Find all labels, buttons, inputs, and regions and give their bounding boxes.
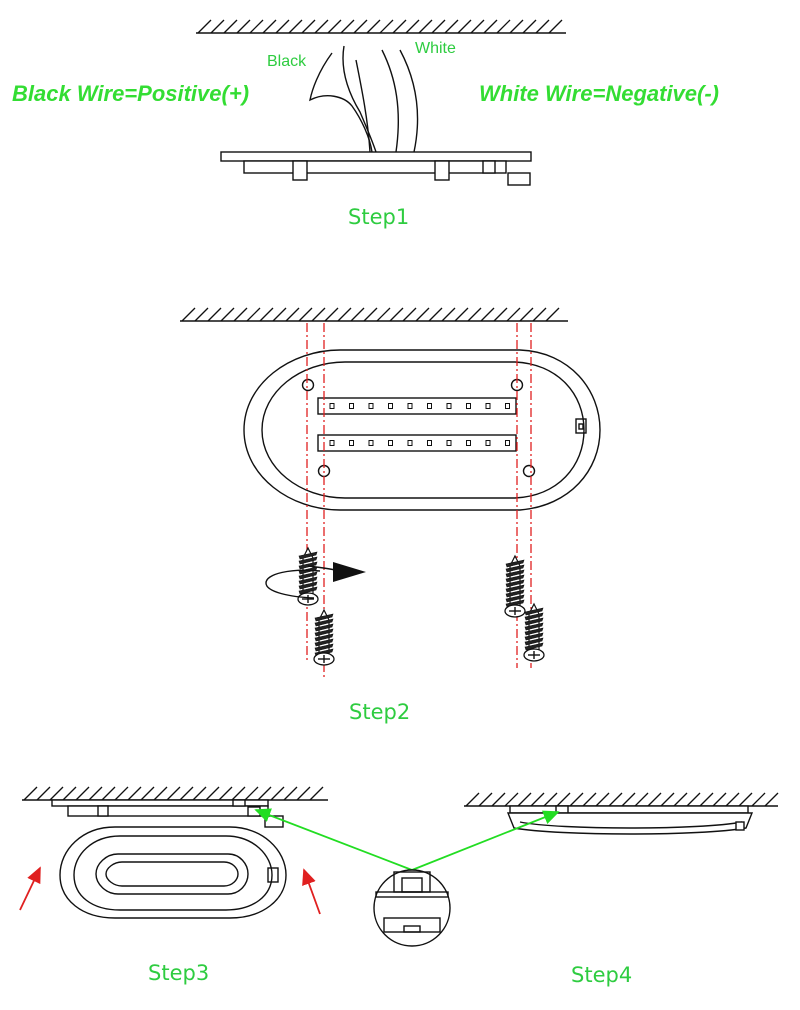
step3-caption: Step3 xyxy=(148,961,209,985)
lift-arrow-left-icon xyxy=(19,866,41,911)
step1-white-wire-label: White xyxy=(415,40,456,57)
step3-mounted-base xyxy=(51,799,284,828)
mount-hole-top-left xyxy=(301,378,315,392)
led-dot xyxy=(388,403,393,409)
step2-ceiling xyxy=(180,307,568,322)
step1-black-wire-label: Black xyxy=(267,53,307,70)
led-dot xyxy=(329,403,335,409)
step3-cover xyxy=(59,826,287,919)
led-dot xyxy=(407,403,413,409)
led-dot xyxy=(505,403,510,409)
magnifier-circle xyxy=(373,869,451,947)
switch-icon xyxy=(575,418,587,434)
led-dot xyxy=(388,440,393,446)
ceiling-hatch xyxy=(465,792,779,807)
led-dot xyxy=(427,403,432,409)
led-dot xyxy=(368,403,374,409)
step2-screws xyxy=(297,546,545,666)
step1-wires xyxy=(309,45,419,153)
led-dot xyxy=(407,440,413,446)
ceiling-hatch xyxy=(181,307,560,322)
step3-ceiling xyxy=(22,786,328,801)
screw-icon xyxy=(297,546,319,606)
led-dot xyxy=(505,440,510,446)
rotate-arrow-icon xyxy=(265,562,366,599)
led-dot xyxy=(368,440,374,446)
ceiling-hatch xyxy=(197,19,563,34)
step2-alignment-guides xyxy=(306,323,532,678)
screw-icon xyxy=(504,554,526,618)
screw-icon xyxy=(523,602,545,662)
step4-ceiling xyxy=(464,792,779,807)
led-dot xyxy=(446,403,452,409)
step1-group: Black White Black Wire=Positive(+) White… xyxy=(12,19,719,229)
step2-caption: Step2 xyxy=(349,700,410,724)
step4-installed-fixture xyxy=(506,805,754,835)
led-dot xyxy=(446,440,452,446)
ceiling-hatch xyxy=(23,786,324,801)
mount-hole-bottom-right xyxy=(522,464,536,478)
white-wire-negative-legend: White Wire=Negative(-) xyxy=(479,81,719,106)
led-dot xyxy=(349,440,354,446)
step1-fixture-side-view xyxy=(220,151,532,186)
clip-detail-callout xyxy=(254,808,560,947)
step2-group: Step2 xyxy=(180,307,601,724)
black-wire-positive-legend: Black Wire=Positive(+) xyxy=(12,81,249,106)
step1-ceiling xyxy=(196,19,566,34)
lift-arrow-right-icon xyxy=(302,868,321,915)
led-dot xyxy=(466,403,471,409)
led-dot xyxy=(329,440,335,446)
screw-icon xyxy=(313,608,335,666)
step4-group: Step4 xyxy=(464,792,779,987)
led-dot xyxy=(466,440,471,446)
led-dot xyxy=(485,440,491,446)
led-dot xyxy=(485,403,491,409)
step4-caption: Step4 xyxy=(571,963,632,987)
step1-caption: Step1 xyxy=(348,205,409,229)
step2-fixture-top-view xyxy=(243,349,601,511)
led-dot xyxy=(349,403,354,409)
step3-group: Step3 xyxy=(19,786,328,985)
led-dot xyxy=(427,440,432,446)
